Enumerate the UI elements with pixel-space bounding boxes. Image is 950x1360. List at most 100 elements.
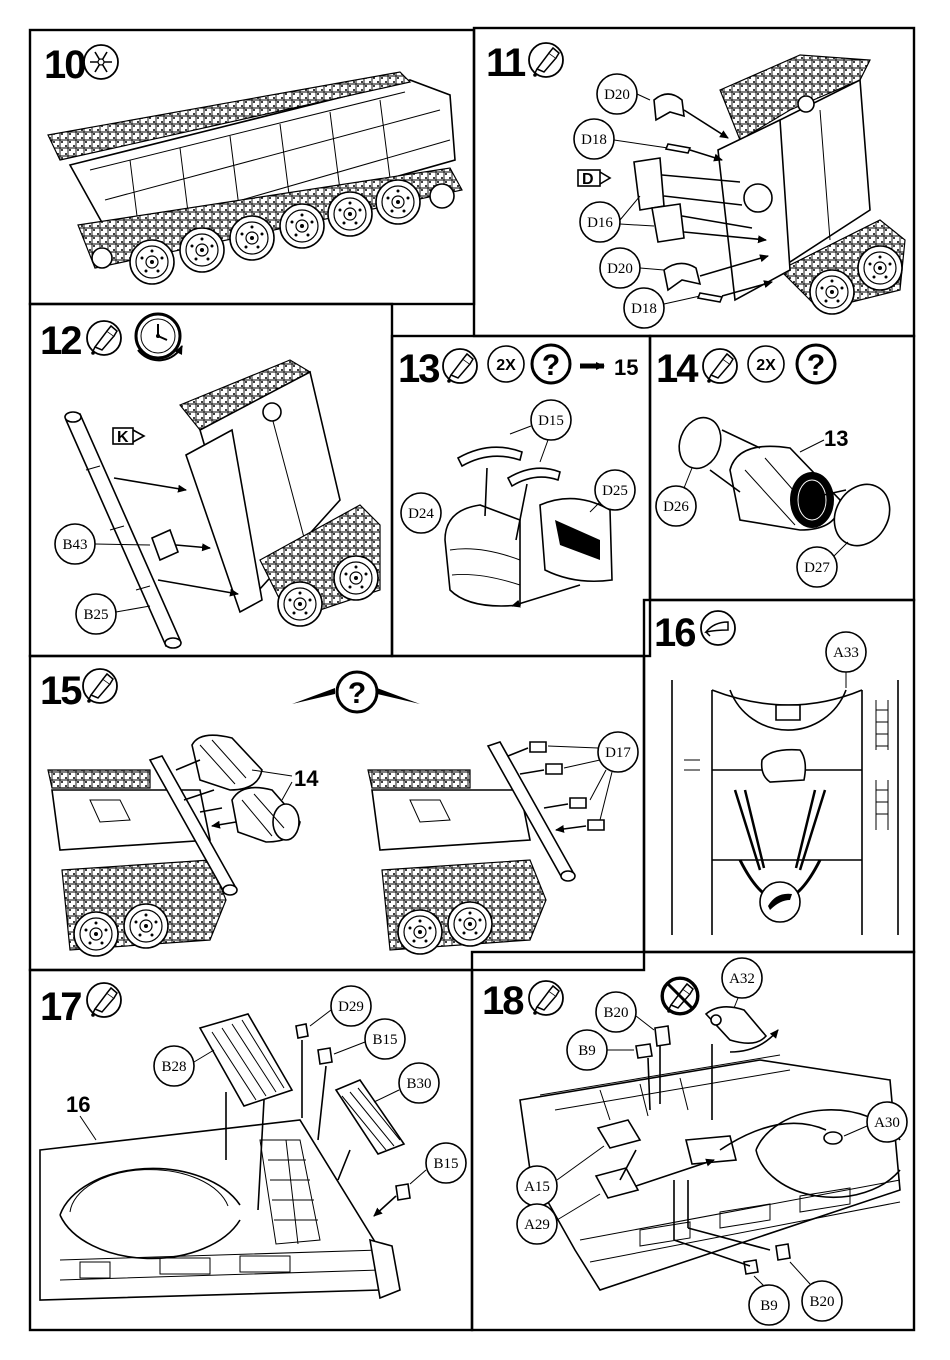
part-b9 (636, 1044, 652, 1058)
svg-text:B15: B15 (433, 1156, 458, 1172)
svg-text:D24: D24 (408, 506, 434, 522)
svg-text:D18: D18 (581, 132, 607, 148)
glue-tube-icon (83, 669, 117, 703)
svg-text:2X: 2X (496, 357, 516, 374)
part-b20 (655, 1026, 670, 1046)
callout-d20-top: D20 (597, 74, 650, 114)
assembly-arrow (690, 150, 722, 160)
tank-rear-left-variant (48, 756, 237, 956)
callout-d18-top: D18 (574, 119, 668, 159)
part-b9 (744, 1260, 758, 1274)
svg-text:D27: D27 (804, 560, 830, 576)
step-reference: 16 (66, 1092, 90, 1117)
step-number: 12 (40, 319, 81, 363)
step-17-panel: 17 16 D29 (30, 970, 472, 1330)
part-b43 (152, 530, 178, 560)
callout-b9-bottom: B9 (749, 1276, 789, 1325)
badge-2x: 2X (748, 346, 784, 382)
callout-a33: A33 (826, 632, 866, 688)
callout-d27: D27 (797, 542, 848, 587)
question-badge: ? (532, 345, 570, 383)
part-b15 (318, 1048, 332, 1064)
svg-text:B15: B15 (372, 1032, 397, 1048)
drum-half-d24 (445, 505, 520, 606)
callout-d29: D29 (310, 986, 371, 1026)
alternative-marker: ? (292, 672, 420, 712)
callout-d24: D24 (401, 493, 441, 533)
hull-side-view (718, 55, 905, 314)
part-d15 (458, 447, 522, 466)
svg-text:?: ? (348, 677, 366, 710)
hull-rear-view (180, 360, 380, 626)
kit-tag-d: D (578, 170, 610, 188)
svg-text:B20: B20 (603, 1005, 628, 1021)
hobby-knife-icon (701, 611, 735, 645)
step-11-panel: 11 D20 D18 D (474, 28, 914, 336)
callout-a32: A32 (722, 958, 762, 1008)
part-d18 (666, 144, 690, 153)
step-number: 11 (486, 41, 526, 85)
tank-hull-lower-assembled (48, 72, 462, 284)
step-13-panel: 13 2X ? 15 D15 D24 (392, 336, 650, 656)
glue-tube-icon (529, 43, 563, 77)
callout-d20-bottom: D20 (600, 248, 664, 288)
part-d16-upper (634, 158, 664, 210)
callout-b20-top: B20 (596, 992, 654, 1032)
svg-text:B25: B25 (83, 607, 108, 623)
svg-text:D25: D25 (602, 483, 628, 499)
tank-rear-right-variant (368, 742, 604, 954)
callout-b15-bottom: B15 (410, 1143, 466, 1184)
callout-b9-top: B9 (567, 1030, 634, 1070)
step-number: 15 (40, 669, 82, 713)
callout-d25: D25 (590, 470, 635, 512)
glue-tube-icon (703, 349, 737, 383)
drums-installed (192, 735, 300, 842)
part-d16-lower (652, 204, 684, 242)
hull-front-fender (520, 1055, 900, 1290)
part-d18 (698, 293, 722, 302)
assembly-arrow (114, 478, 186, 490)
callout-d17: D17 (548, 732, 638, 820)
svg-text:D20: D20 (607, 261, 633, 277)
glue-tube-icon (87, 983, 121, 1017)
step-15-panel: 15 ? 14 (30, 656, 644, 970)
svg-text:K: K (117, 429, 129, 446)
step-number: 13 (398, 347, 439, 391)
part-b20 (776, 1244, 790, 1260)
part-d29 (296, 1024, 308, 1038)
svg-text:D: D (582, 171, 594, 188)
step-reference: 14 (294, 766, 319, 791)
part-b30-mesh (336, 1080, 404, 1154)
callout-d18-bottom: D18 (624, 288, 700, 328)
step-18-panel: 18 (472, 952, 914, 1330)
svg-text:D16: D16 (587, 215, 613, 231)
svg-text:B43: B43 (62, 537, 87, 553)
svg-text:2X: 2X (756, 357, 776, 374)
svg-text:?: ? (807, 349, 825, 382)
step-12-panel: 12 K (30, 304, 392, 656)
svg-text:D26: D26 (663, 499, 689, 515)
svg-text:A29: A29 (524, 1217, 550, 1233)
step-number: 10 (44, 43, 85, 87)
part-d26-lid (672, 412, 727, 475)
svg-text:D29: D29 (338, 999, 364, 1015)
snowflake-icon (84, 45, 118, 79)
step-reference: 13 (824, 426, 848, 451)
glue-tube-icon (529, 981, 563, 1015)
glue-tube-icon (443, 349, 477, 383)
part-a32-hatch (706, 1007, 778, 1052)
svg-text:B9: B9 (578, 1043, 596, 1059)
assembly-arrow (176, 545, 210, 548)
drum-half-d25 (540, 499, 612, 582)
callout-b30: B30 (374, 1063, 439, 1103)
question-badge: ? (797, 345, 835, 383)
part-d27-lid (823, 474, 900, 555)
part-b28-grille (200, 1014, 292, 1106)
step-number: 18 (482, 979, 524, 1023)
step-10-panel: 10 (30, 30, 474, 304)
svg-text:A32: A32 (729, 971, 755, 987)
assembly-arrow (158, 580, 238, 594)
svg-text:B20: B20 (809, 1294, 834, 1310)
clock-icon (136, 314, 182, 360)
